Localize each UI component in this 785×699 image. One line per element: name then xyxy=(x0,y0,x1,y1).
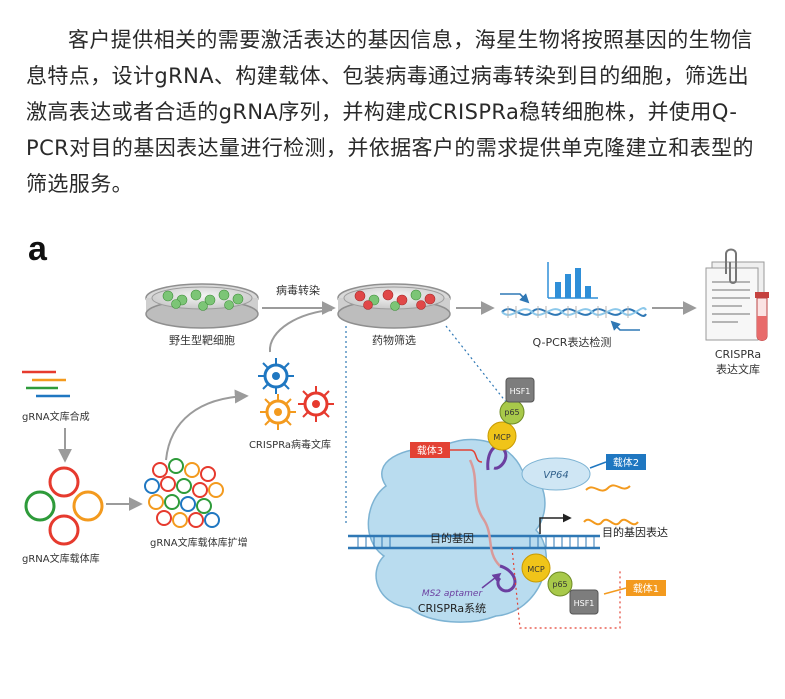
document-icon xyxy=(705,261,765,341)
test-tube-icon xyxy=(755,292,769,341)
p65-domain: p65 xyxy=(499,399,525,425)
vector2-badge: 载体2 xyxy=(589,454,646,470)
petri-dish-icon xyxy=(145,283,259,329)
label-viral-transduction: 病毒转染 xyxy=(276,283,320,297)
virus-icon xyxy=(258,358,294,394)
label-target-gene: 目的基因 xyxy=(430,531,474,545)
svg-text:p65: p65 xyxy=(552,580,567,589)
p65-domain: p65 xyxy=(547,571,573,597)
svg-text:MCP: MCP xyxy=(493,433,510,442)
svg-text:MCP: MCP xyxy=(527,565,544,574)
mcp-domain: MCP xyxy=(521,553,551,583)
svg-text:VP64: VP64 xyxy=(543,470,569,481)
arrow-virus-to-transduction xyxy=(268,309,333,353)
ms2-aptamer-lower xyxy=(496,564,517,593)
petri-dish-icon xyxy=(337,283,451,329)
label-crispra-library-2: 表达文库 xyxy=(716,362,760,376)
label-target-expression: 目的基因表达 xyxy=(602,525,668,539)
label-crispra-library-1: CRISPRa xyxy=(715,348,761,361)
grna-lines-icon xyxy=(22,370,70,398)
label-grna-amplification: gRNA文库载体库扩增 xyxy=(150,536,248,549)
label-crispra-system: CRISPRa系统 xyxy=(418,602,486,615)
vp64-domain: VP64 xyxy=(521,457,591,491)
label-vector1: 载体1 xyxy=(633,583,659,595)
svg-text:载体3: 载体3 xyxy=(417,445,443,457)
mrna-icon xyxy=(583,518,639,526)
arrow-to-virus-library xyxy=(165,389,249,461)
mcp-domain: MCP xyxy=(487,421,517,451)
plasmid-ring-icon xyxy=(144,458,224,528)
vector3-badge: 载体3 xyxy=(410,442,483,463)
transcription-start-arrow xyxy=(539,513,572,534)
label-ms2-aptamer: MS2 aptamer xyxy=(422,589,484,599)
label-drug-selection: 药物筛选 xyxy=(372,333,416,347)
label-crispra-virus-library: CRISPRa病毒文库 xyxy=(249,438,331,451)
dna-helix-icon xyxy=(500,293,647,331)
label-grna-synthesis: gRNA文库合成 xyxy=(22,410,90,423)
virus-icon xyxy=(298,386,334,422)
grna-strand xyxy=(468,459,501,567)
target-dna xyxy=(348,534,600,550)
bar-chart-icon xyxy=(547,262,598,299)
svg-text:p65: p65 xyxy=(504,408,519,417)
mrna-icon xyxy=(585,484,631,492)
panel-letter: a xyxy=(28,230,47,268)
label-wild-type-cells: 野生型靶细胞 xyxy=(169,333,235,347)
svg-text:载体2: 载体2 xyxy=(613,457,639,469)
ms2-pointer xyxy=(481,572,502,589)
plasmid-ring-icon xyxy=(24,466,104,546)
paperclip-icon xyxy=(725,248,737,284)
label-qpcr: Q-PCR表达检测 xyxy=(533,335,612,349)
svg-text:HSF1: HSF1 xyxy=(574,599,595,608)
svg-text:HSF1: HSF1 xyxy=(510,387,531,396)
zoom-connector-right xyxy=(445,325,507,403)
hsf1-domain: HSF1 xyxy=(505,377,535,403)
intro-paragraph: 客户提供相关的需要激活表达的基因信息，海星生物将按照基因的生物信息特点，设计gR… xyxy=(26,28,754,196)
virus-icon xyxy=(260,394,296,430)
vector1-group: 载体1 xyxy=(511,547,666,629)
intro-section: 客户提供相关的需要激活表达的基因信息，海星生物将按照基因的生物信息特点，设计gR… xyxy=(26,22,766,202)
hsf1-domain: HSF1 xyxy=(569,589,599,615)
label-grna-vector-library: gRNA文库载体库 xyxy=(22,552,100,565)
